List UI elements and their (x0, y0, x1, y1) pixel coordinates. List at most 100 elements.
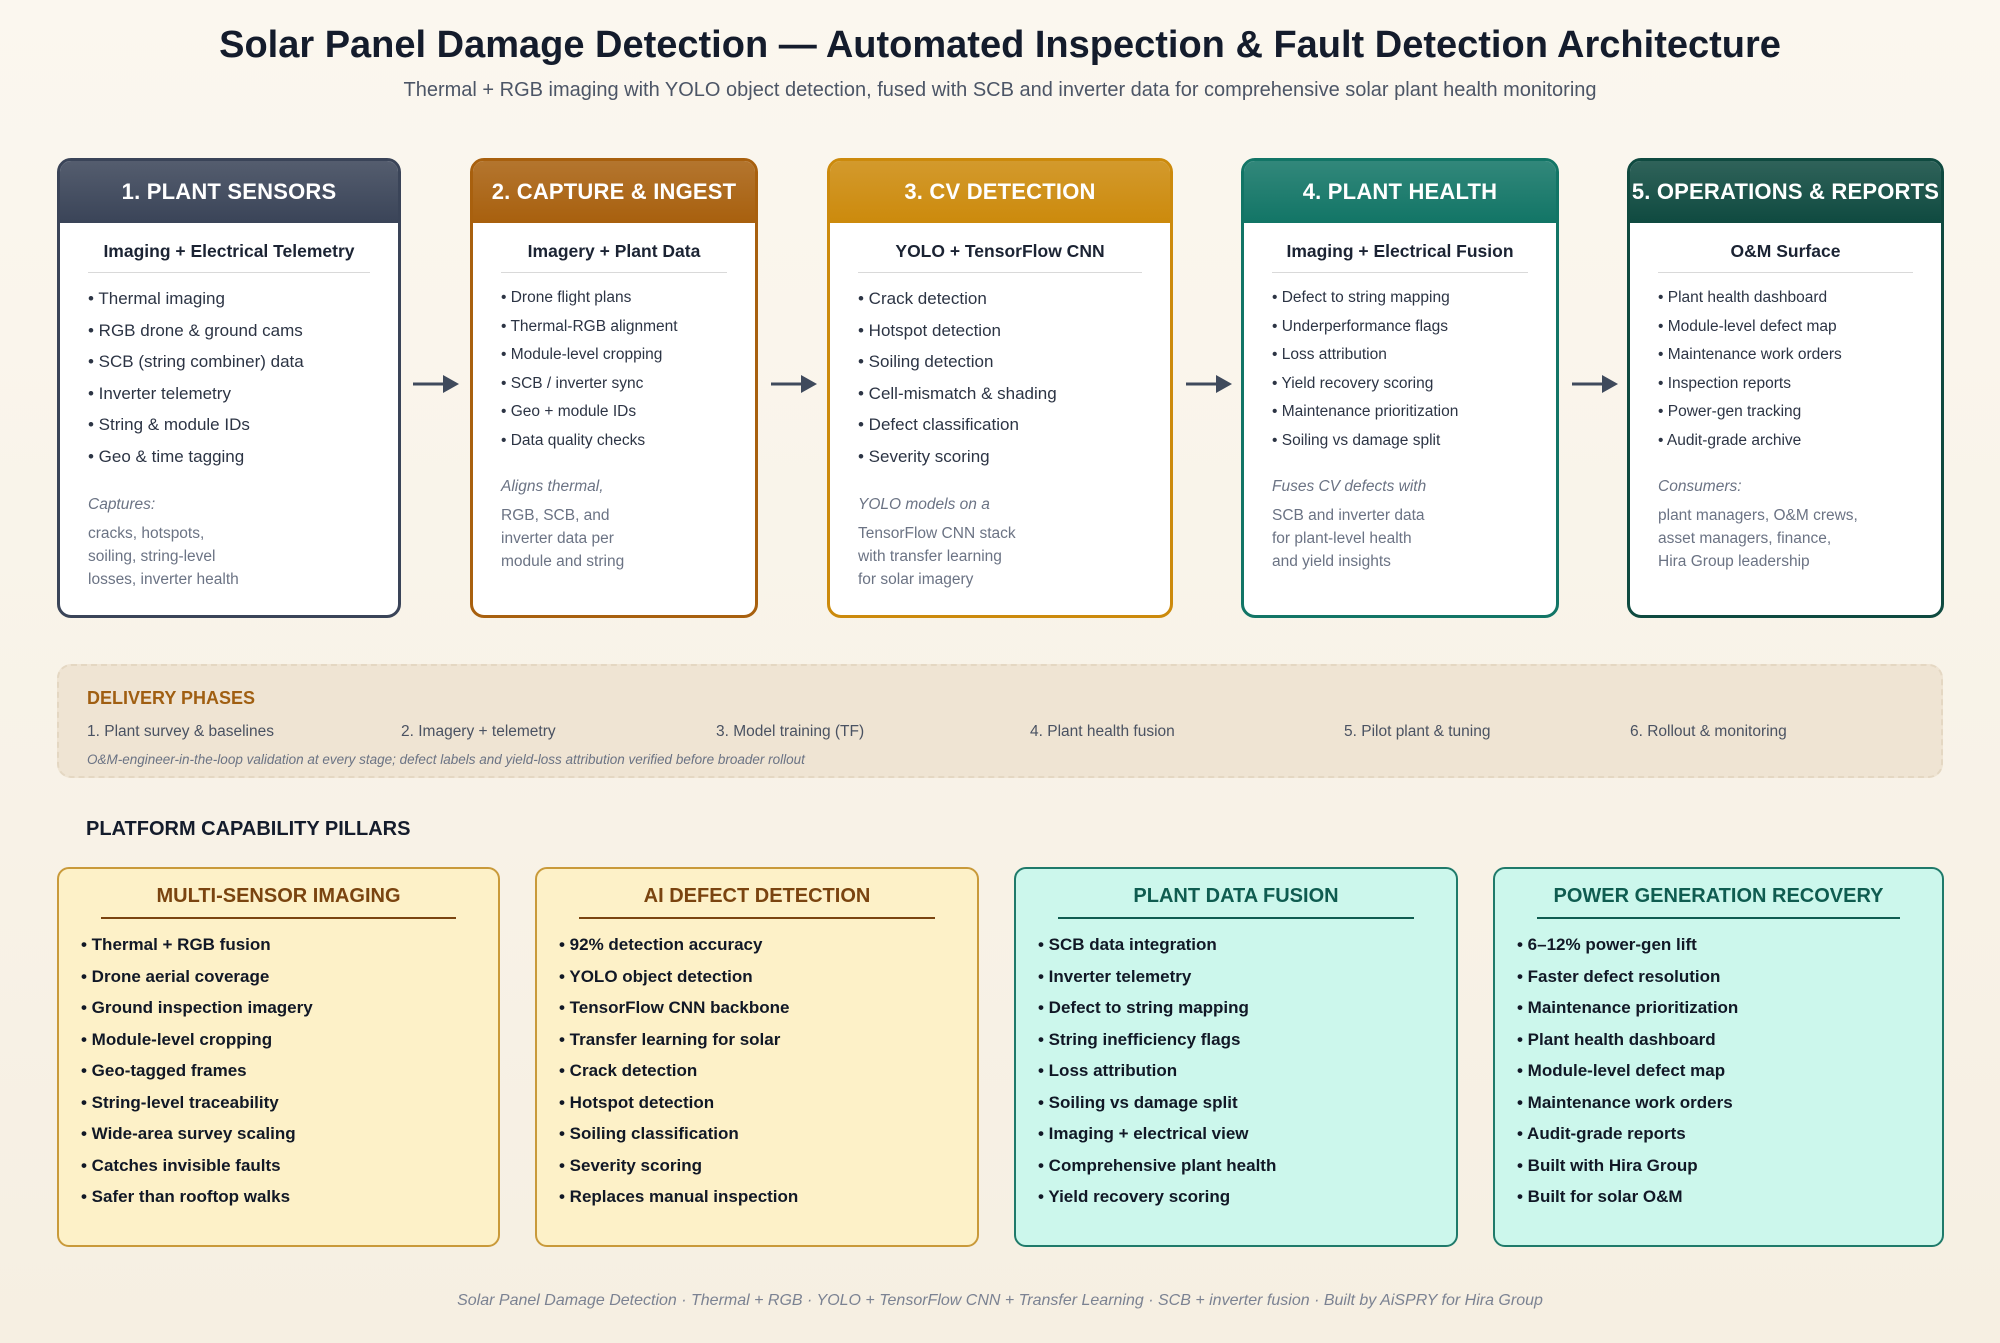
stage-item-list: • Drone flight plans • Thermal-RGB align… (501, 289, 727, 460)
delivery-phases-panel: DELIVERY PHASES 1. Plant survey & baseli… (57, 664, 1943, 778)
stage-item: • Module-level defect map (1658, 317, 1837, 335)
stage-item: • String & module IDs (88, 415, 250, 434)
stage-capture-ingest: 2. CAPTURE & INGEST Imagery + Plant Data… (470, 158, 758, 618)
stage-item: • Maintenance work orders (1658, 346, 1842, 363)
stage-header: 3. CV DETECTION (830, 161, 1170, 223)
stage-item: • Thermal imaging (88, 289, 225, 308)
pillar-item: • Yield recovery scoring (1038, 1187, 1231, 1206)
pillar-item: • Faster defect resolution (1517, 966, 1721, 986)
pillar-item-list: • 6–12% power-gen lift • Faster defect r… (1517, 935, 1942, 1219)
pillar-item: • 92% detection accuracy (559, 935, 763, 954)
stage-item: • RGB drone & ground cams (88, 320, 303, 340)
stage-item: • Loss attribution (1272, 346, 1387, 363)
stage-subtitle: O&M Surface (1658, 241, 1913, 273)
stage-item: • Severity scoring (858, 446, 990, 466)
stage-item: • Audit-grade archive (1658, 431, 1802, 449)
stage-note-line: asset managers, finance, (1658, 530, 1832, 547)
stage-item: • Yield recovery scoring (1272, 374, 1434, 392)
pillar-title: MULTI-SENSOR IMAGING (101, 869, 456, 919)
page-footer: Solar Panel Damage Detection · Thermal +… (457, 1292, 1543, 1309)
pillar-item: • Soiling classification (559, 1124, 739, 1143)
stage-note-line: RGB, SCB, and (501, 507, 610, 524)
stage-header: 5. OPERATIONS & REPORTS (1630, 161, 1941, 223)
pillar-item: • Module-level defect map (1517, 1061, 1726, 1080)
pillar-item: • Built with Hira Group (1517, 1155, 1698, 1175)
phase-item: 1. Plant survey & baselines (87, 723, 274, 740)
stage-note-line: losses, inverter health (88, 571, 239, 588)
pillar-item: • Hotspot detection (559, 1092, 715, 1112)
stage-item: • Inspection reports (1658, 374, 1791, 392)
arrow-right-icon (1572, 375, 1618, 393)
stage-note-line: SCB and inverter data (1272, 507, 1425, 524)
stage-note-line: and yield insights (1272, 553, 1391, 570)
pillar-item-list: • SCB data integration • Inverter teleme… (1038, 935, 1456, 1219)
stage-subtitle: Imaging + Electrical Fusion (1272, 241, 1528, 273)
pillar-title: AI DEFECT DETECTION (579, 869, 935, 919)
phase-item: 4. Plant health fusion (1030, 723, 1175, 740)
pillar-item: • String-level traceability (81, 1092, 279, 1112)
arrow-right-icon (413, 375, 459, 393)
stage-item-list: • Defect to string mapping • Underperfor… (1272, 289, 1528, 460)
stage-item: • Underperformance flags (1272, 317, 1449, 335)
stage-note-line: for solar imagery (858, 571, 974, 588)
stage-item: • Geo + module IDs (501, 403, 637, 420)
stage-item: • Defect to string mapping (1272, 289, 1450, 306)
stage-item: • Geo & time tagging (88, 446, 245, 466)
arrow-right-icon (771, 375, 817, 393)
stage-item: • Power-gen tracking (1658, 403, 1802, 420)
stage-item: • Defect classification (858, 415, 1019, 434)
page-title: Solar Panel Damage Detection — Automated… (219, 24, 1781, 66)
stage-item: • Crack detection (858, 289, 987, 308)
pillar-power-generation-recovery: POWER GENERATION RECOVERY • 6–12% power-… (1493, 867, 1944, 1247)
stage-note: plant managers, O&M crews, asset manager… (1658, 504, 1913, 573)
stage-item-list: • Thermal imaging • RGB drone & ground c… (88, 289, 370, 478)
stage-note-line: soiling, string-level (88, 548, 216, 565)
pillar-item: • YOLO object detection (559, 966, 753, 986)
pillar-item: • Comprehensive plant health (1038, 1155, 1277, 1175)
phase-item: 6. Rollout & monitoring (1630, 723, 1787, 740)
pillar-item: • Severity scoring (559, 1155, 702, 1175)
stage-note-line: inverter data per (501, 530, 614, 547)
pillar-item: • Defect to string mapping (1038, 998, 1249, 1017)
pillar-item: • Drone aerial coverage (81, 966, 270, 986)
pillar-item: • Imaging + electrical view (1038, 1124, 1249, 1143)
stage-item: • Inverter telemetry (88, 383, 231, 403)
stage-item: • Data quality checks (501, 431, 646, 449)
phase-item: 2. Imagery + telemetry (401, 723, 556, 740)
pillar-item: • Audit-grade reports (1517, 1124, 1686, 1143)
pillar-item: • Plant health dashboard (1517, 1029, 1716, 1049)
stage-item: • SCB / inverter sync (501, 374, 644, 392)
pillar-item: • Loss attribution (1038, 1061, 1178, 1080)
stage-note-line: for plant-level health (1272, 530, 1412, 547)
stage-note: RGB, SCB, and inverter data per module a… (501, 504, 727, 573)
stage-note: cracks, hotspots, soiling, string-level … (88, 522, 370, 591)
pillar-item-list: • 92% detection accuracy • YOLO object d… (559, 935, 977, 1219)
pillar-title: PLANT DATA FUSION (1058, 869, 1414, 919)
stage-note-line: Hira Group leadership (1658, 553, 1810, 570)
stage-header: 2. CAPTURE & INGEST (473, 161, 755, 223)
pillar-item: • Crack detection (559, 1061, 698, 1080)
pillar-item: • Module-level cropping (81, 1029, 273, 1049)
phase-item: 5. Pilot plant & tuning (1344, 723, 1491, 740)
stage-plant-health: 4. PLANT HEALTH Imaging + Electrical Fus… (1241, 158, 1559, 618)
delivery-phases-title: DELIVERY PHASES (87, 688, 256, 708)
stage-plant-sensors: 1. PLANT SENSORS Imaging + Electrical Te… (57, 158, 401, 618)
stage-subtitle: YOLO + TensorFlow CNN (858, 241, 1142, 273)
arrow-right-icon (1186, 375, 1232, 393)
stage-note-line: TensorFlow CNN stack (858, 525, 1016, 542)
pillar-item: • Transfer learning for solar (559, 1029, 781, 1049)
pillar-item: • TensorFlow CNN backbone (559, 998, 790, 1017)
stage-item: • Thermal-RGB alignment (501, 317, 678, 335)
stage-item-list: • Plant health dashboard • Module-level … (1658, 289, 1913, 460)
stage-cv-detection: 3. CV DETECTION YOLO + TensorFlow CNN • … (827, 158, 1173, 618)
pillar-item: • String inefficiency flags (1038, 1029, 1241, 1049)
stage-note-line: plant managers, O&M crews, (1658, 507, 1858, 524)
stage-note-line: module and string (501, 553, 625, 570)
stage-item: • Plant health dashboard (1658, 289, 1828, 306)
stage-item: • Hotspot detection (858, 320, 1001, 340)
stage-note-label: Consumers: (1658, 478, 1742, 495)
stage-header: 4. PLANT HEALTH (1244, 161, 1556, 223)
stage-operations-reports: 5. OPERATIONS & REPORTS O&M Surface • Pl… (1627, 158, 1944, 618)
stage-item: • SCB (string combiner) data (88, 352, 304, 371)
stage-note: TensorFlow CNN stack with transfer learn… (858, 522, 1142, 591)
